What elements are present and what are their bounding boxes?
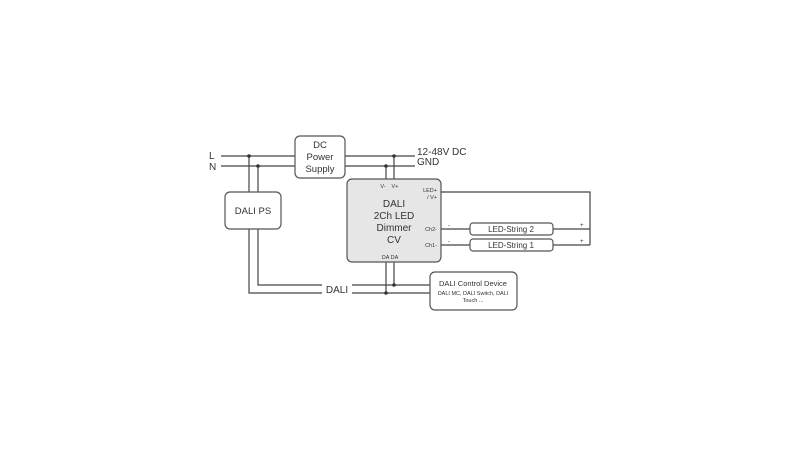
led-string-1: LED-String 1 - + (448, 238, 584, 252)
svg-text:2Ch LED: 2Ch LED (374, 211, 415, 222)
svg-text:+: + (580, 239, 584, 245)
dimmer-da-wires (385, 262, 395, 293)
dali-bus-wires (352, 284, 430, 294)
dimmer-supply-wires (385, 156, 395, 179)
svg-text:LED-String 2: LED-String 2 (488, 225, 534, 234)
svg-text:Supply: Supply (305, 164, 334, 175)
svg-text:DALI: DALI (383, 199, 405, 210)
dali-dimmer: DALI 2Ch LED Dimmer CV V- V+ LED+ / V+ C… (346, 178, 442, 263)
dali-bus-label: DALI (326, 285, 348, 296)
svg-text:Touch ...: Touch ... (463, 298, 484, 304)
junctions (247, 154, 396, 295)
l-label: L (209, 151, 215, 162)
dali-ps-bus-wires (248, 229, 322, 294)
svg-text:Power: Power (307, 152, 334, 163)
dc-power-supply: DC Power Supply (294, 135, 346, 179)
svg-text:DA DA: DA DA (382, 255, 399, 261)
svg-text:Ch2-: Ch2- (425, 227, 437, 233)
svg-text:LED+: LED+ (423, 188, 437, 194)
dali-ps-mains-wires (248, 156, 259, 192)
svg-text:V-: V- (380, 184, 385, 190)
svg-text:DALI Control Device: DALI Control Device (439, 279, 507, 288)
svg-text:CV: CV (387, 235, 401, 246)
svg-text:DALI MC, DALI Switch, DALI: DALI MC, DALI Switch, DALI (438, 291, 509, 297)
svg-text:+: + (580, 223, 584, 229)
svg-text:Dimmer: Dimmer (377, 223, 413, 234)
dc-output-wires (345, 155, 415, 167)
dc-output-label: 12-48V DC (417, 147, 466, 158)
svg-text:/ V+: / V+ (427, 195, 437, 201)
dali-control-device: DALI Control Device DALI MC, DALI Switch… (429, 271, 518, 311)
svg-text:-: - (448, 239, 450, 245)
svg-text:-: - (448, 223, 450, 229)
n-label: N (209, 162, 216, 173)
dali-ps: DALI PS (224, 191, 282, 230)
led-plus-wire (441, 191, 591, 245)
svg-text:Ch1-: Ch1- (425, 243, 437, 249)
svg-text:LED-String 1: LED-String 1 (488, 241, 534, 250)
wires (221, 155, 591, 294)
svg-text:DC: DC (313, 140, 327, 151)
channel-wires (441, 228, 590, 246)
svg-text:V+: V+ (392, 184, 399, 190)
gnd-label: GND (417, 157, 439, 168)
svg-text:DALI PS: DALI PS (235, 206, 271, 217)
led-string-2: LED-String 2 - + (448, 222, 584, 236)
